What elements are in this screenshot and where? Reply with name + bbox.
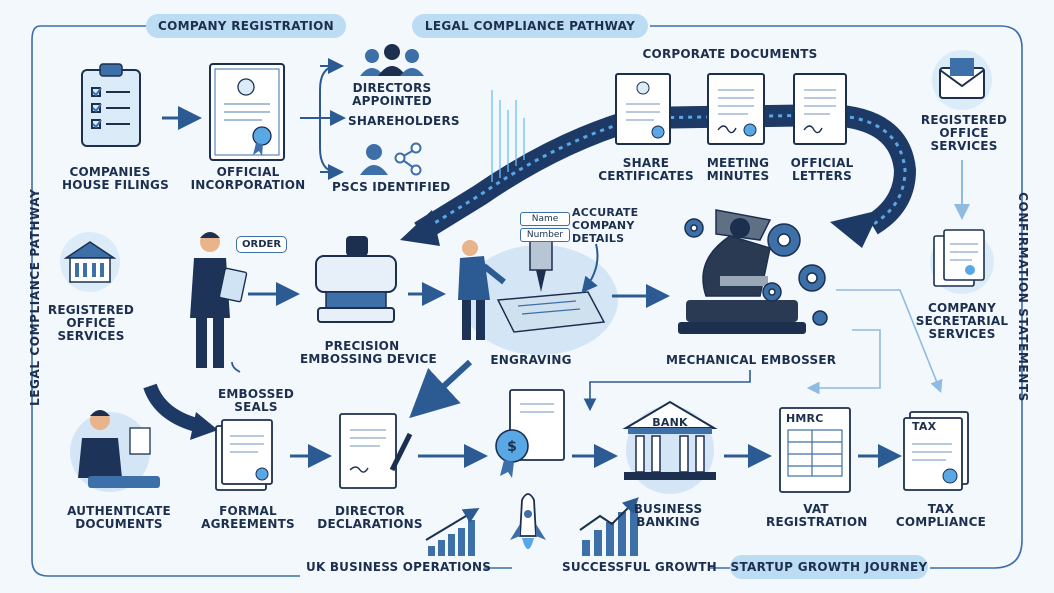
growth-bars-icon-right: [579, 497, 639, 556]
embossing-device-icon: [315, 236, 397, 323]
certificate-icon: [209, 63, 285, 161]
share-certificate-icon: [615, 73, 671, 145]
big-curved-arrow: [400, 103, 917, 248]
curved-arrow-to-agreements: [143, 383, 202, 433]
embosser-to-vat-line: [806, 329, 881, 395]
engraving-label: ENGRAVING: [490, 353, 572, 367]
uk-business-operations-label: UK BUSINESS OPERATIONS: [306, 560, 492, 574]
startup-growth-pill: STARTUP GROWTH JOURNEY: [730, 555, 928, 579]
engraver-worker-figure: [458, 240, 506, 340]
name-tag: Name: [520, 212, 570, 226]
meeting-minutes-icon: [707, 73, 765, 145]
official-letter-icon: [793, 73, 847, 145]
left-vertical-label: LEGAL COMPLIANCE PATHWAY: [28, 188, 42, 406]
right-vertical-label: CONFIRMATION STATEMENTS: [1016, 192, 1030, 402]
seal-certificate-icon: $: [495, 389, 565, 478]
pscs-identified-label: PSCS IDENTIFIED: [332, 180, 451, 194]
bank-building-icon: [622, 400, 718, 494]
bank-sign: BANK: [652, 416, 688, 429]
embosser-down-line: [583, 370, 751, 412]
outer-frame: [31, 25, 300, 577]
growth-bars-icon-left: [425, 507, 480, 556]
tax-document-icon: [903, 411, 969, 491]
rocket-icon: [510, 493, 546, 549]
embosser-to-secretarial-line: [836, 289, 943, 393]
secretarial-documents-icon: [930, 229, 994, 294]
outer-frame-right: [650, 25, 1023, 569]
tax-sign: TAX: [912, 420, 937, 433]
businessman-figure: [190, 232, 248, 368]
successful-growth-label: SUCCESSFUL GROWTH: [562, 560, 717, 574]
order-speech-bubble: ORDER: [236, 236, 288, 253]
gear-icons: [684, 218, 828, 326]
directors-group-icon: [360, 44, 424, 76]
hmrc-form-icon: [779, 407, 851, 493]
office-building-icon: [60, 232, 120, 292]
light-streaks: [491, 90, 525, 182]
mechanical-embosser-label: MECHANICAL EMBOSSER: [666, 353, 837, 367]
authenticator-figure: [70, 410, 160, 492]
legal-compliance-pill: LEGAL COMPLIANCE PATHWAY: [412, 14, 648, 38]
hmrc-sign: HMRC: [786, 412, 824, 425]
company-registration-pill: COMPANY REGISTRATION: [146, 14, 346, 38]
svg-text:$: $: [507, 439, 517, 455]
envelope-icon: [932, 50, 992, 110]
number-tag: Number: [520, 228, 570, 242]
formal-agreements-icon: [215, 419, 273, 491]
declarations-icon: [339, 413, 413, 489]
clipboard-icon: [81, 63, 141, 147]
corporate-documents-label: CORPORATE DOCUMENTS: [642, 47, 818, 61]
mechanical-embosser-icon: [678, 209, 806, 334]
engraving-machine-icon: [462, 229, 618, 355]
psc-person-share-icon: [360, 142, 422, 176]
shareholders-label: SHAREHOLDERS: [348, 114, 460, 128]
